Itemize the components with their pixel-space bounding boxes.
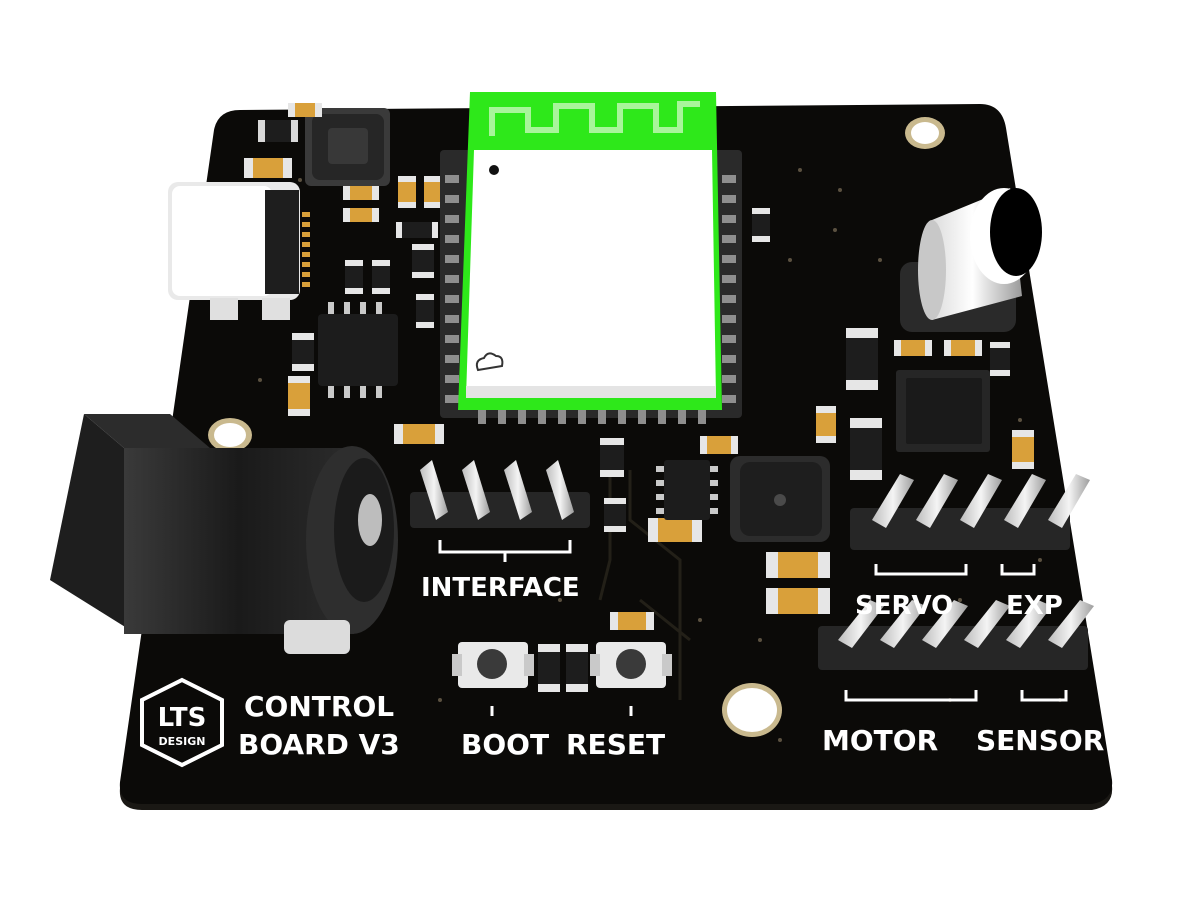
- label-sensor: SENSOR: [976, 724, 1104, 757]
- reset-button: [590, 642, 672, 716]
- qfn-driver-ic: [896, 370, 990, 452]
- smd-passives-mid-right: [394, 208, 830, 692]
- label-motor: MOTOR: [822, 724, 938, 757]
- pin1-dot: [489, 165, 499, 175]
- dc-barrel-jack: [50, 414, 398, 654]
- lts-logo: LTS DESIGN: [140, 677, 224, 768]
- antenna-trace: [489, 101, 700, 136]
- interface-header: [410, 460, 590, 562]
- smd-passives-top-left: [244, 103, 442, 416]
- label-reset: RESET: [566, 728, 665, 761]
- power-inductor: [305, 108, 390, 186]
- boot-button: [452, 642, 534, 716]
- buck-inductor: [730, 456, 830, 542]
- cloud-mark-icon: [475, 352, 504, 372]
- module-shield-can: [466, 150, 716, 398]
- motor-sensor-header: [818, 600, 1094, 702]
- usb-c-connector: [168, 182, 310, 320]
- logo-main-text: LTS: [158, 703, 207, 733]
- label-interface: INTERFACE: [421, 573, 580, 603]
- electrolytic-capacitor: [900, 188, 1042, 332]
- small-ic-center: [656, 460, 718, 520]
- label-boot: BOOT: [461, 728, 549, 761]
- board-title-line1: CONTROL: [244, 690, 394, 723]
- mounting-holes: [208, 117, 945, 737]
- board-title-line2: BOARD V3: [238, 728, 400, 761]
- logo-sub-text: DESIGN: [159, 735, 206, 748]
- label-servo: SERVO: [855, 591, 953, 621]
- wifi-module: [440, 92, 742, 424]
- smd-passives-right: [816, 328, 1034, 480]
- soic8-ic-left: [318, 302, 398, 398]
- label-exp: EXP: [1006, 591, 1063, 621]
- servo-exp-header: [850, 474, 1090, 576]
